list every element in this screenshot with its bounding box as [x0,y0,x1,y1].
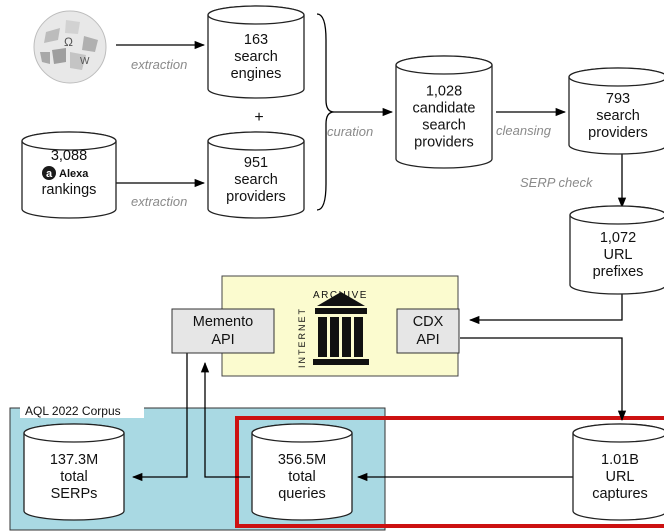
alexa-rankings-cylinder-label: rankings [42,182,97,198]
url-prefixes-cylinder-line-2: prefixes [593,264,644,280]
search-engines-cylinder-line-0: 163 [244,32,268,48]
edge-queries-to-memento [200,361,250,478]
search-engines-cylinder-line-2: engines [231,66,282,82]
url-captures-cylinder-line-1: URL [605,469,634,485]
cdx-api-label-1: CDX [413,314,444,330]
search-providers-793-cylinder-line-0: 793 [606,91,630,107]
url-prefixes-cylinder-line-1: URL [603,247,632,263]
corpus-label-bg [20,403,144,418]
total-serps-cylinder-line-1: total [60,469,87,485]
curation-brace [316,13,335,211]
label-curation: curation [327,124,373,139]
label-extraction-bottom: extraction [131,194,187,209]
candidate-providers-cylinder-line-3: providers [414,135,474,151]
alexa-rankings-cylinder-count: 3,088 [51,148,87,164]
candidate-providers-cylinder-line-0: 1,028 [426,84,462,100]
label-cleansing: cleansing [496,123,552,138]
label-serp-check: SERP check [520,175,594,190]
alexa-rankings-cylinder: 3,088 a Alexa rankings [21,131,117,219]
total-queries-cylinder-line-1: total [288,469,315,485]
highlight-box [235,416,664,528]
archive-side-word: INTERNET [297,307,307,368]
total-queries-cylinder-line-2: queries [278,486,326,502]
total-queries-cylinder-line-0: 356.5M [278,452,326,468]
memento-api-label-2: API [211,332,234,348]
total-serps-cylinder-line-2: SERPs [51,486,98,502]
edge-cdx-to-captures [460,337,627,422]
svg-text:W: W [80,56,90,67]
edges [116,13,627,482]
search-providers-951-cylinder-line-2: providers [226,189,286,205]
corpus-label: AQL 2022 Corpus [25,404,121,418]
plus-operator: + [254,109,263,126]
memento-api-label-1: Memento [193,314,253,330]
search-engines-cylinder-line-1: search [234,49,278,65]
url-captures-cylinder-line-2: captures [592,486,648,502]
candidate-providers-cylinder-line-2: search [422,118,466,134]
search-providers-951-cylinder-line-1: search [234,172,278,188]
svg-text:a: a [46,168,53,180]
total-serps-cylinder-line-0: 137.3M [50,452,98,468]
memento-api-box [171,308,275,354]
url-captures-cylinder-line-0: 1.01B [601,452,639,468]
cdx-api-box [396,308,460,354]
edge-memento-to-serps [131,352,188,482]
label-extraction-top: extraction [131,57,187,72]
alexa-logo-text: Alexa [59,168,89,180]
internet-archive-building-icon: ARCHIVE INTERNET [297,290,369,368]
search-providers-793-cylinder-line-1: search [596,108,640,124]
wikipedia-globe-icon: Ω W [33,10,107,84]
url-prefixes-cylinder-line-0: 1,072 [600,230,636,246]
search-providers-793-cylinder-line-2: providers [588,125,648,141]
cdx-api-label-2: API [416,332,439,348]
alexa-logo-icon: a Alexa [42,166,89,180]
candidate-providers-cylinder-line-1: candidate [413,101,476,117]
svg-text:Ω: Ω [64,35,73,49]
search-providers-951-cylinder-line-0: 951 [244,155,268,171]
edge-prefixes-to-cdx [468,292,623,325]
